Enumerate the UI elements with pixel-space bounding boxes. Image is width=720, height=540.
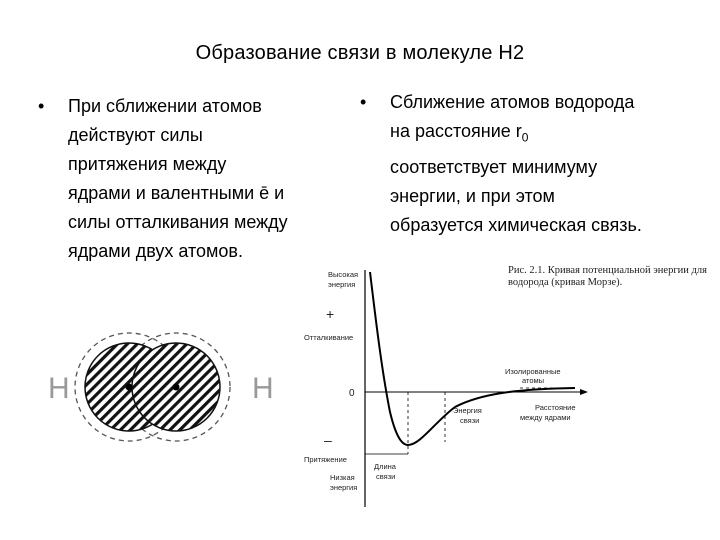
- slide-title-main: Образование связи в молекуле Н: [195, 42, 514, 64]
- right-bullet-line: энергии, и при этом: [390, 185, 555, 206]
- plus-sign: +: [326, 306, 334, 322]
- label-attraction: Притяжение: [304, 455, 347, 464]
- zero-label: 0: [349, 388, 355, 399]
- label-bond-length: Длина: [374, 462, 397, 471]
- label-low-energy-2: энергия: [330, 483, 357, 492]
- label-internuclear-distance-2: между ядрами: [520, 413, 571, 422]
- left-bullet-line: ядрами и валентными ē и: [68, 183, 285, 203]
- atoms-figure: Н Н: [48, 332, 274, 442]
- right-electron-cloud: [121, 332, 231, 442]
- atom-label-right: Н: [252, 372, 274, 405]
- slide-title-subscript: 2: [513, 42, 525, 64]
- left-bullet: • При сближении атомов действуют силы пр…: [38, 92, 358, 266]
- caption-line: Рис. 2.1. Кривая потенциальной энергии д…: [508, 265, 707, 276]
- x-axis-arrow: [580, 389, 588, 395]
- left-bullet-line: притяжения между: [68, 154, 227, 174]
- energy-chart: Высокая энергия + Отталкивание 0 – Притя…: [304, 270, 588, 507]
- left-bullet-line: силы отталкивания между: [68, 212, 288, 232]
- label-high-energy-2: энергия: [328, 280, 355, 289]
- label-repulsion: Отталкивание: [304, 333, 353, 342]
- right-nucleus: [172, 383, 180, 391]
- label-internuclear-distance: Расстояние: [535, 403, 576, 412]
- label-high-energy: Высокая: [328, 270, 358, 279]
- atom-label-left: Н: [48, 372, 70, 405]
- label-isolated-atoms-2: атомы: [522, 376, 544, 385]
- label-bond-energy: Энергия: [453, 406, 482, 415]
- label-low-energy: Низкая: [330, 473, 355, 482]
- right-bullet-line: на расстояние r0: [390, 117, 710, 153]
- left-nucleus: [125, 383, 133, 391]
- r0-subscript: 0: [521, 130, 529, 145]
- minus-sign: –: [324, 432, 332, 448]
- label-bond-energy-2: связи: [460, 416, 479, 425]
- right-bullet-line: образуется химическая связь.: [390, 214, 642, 235]
- caption-line: водорода (кривая Морзе).: [508, 277, 623, 288]
- bullet-dot: •: [38, 96, 45, 116]
- label-bond-length-2: связи: [376, 472, 395, 481]
- right-bullet: • Сближение атомов водорода на расстояни…: [360, 88, 710, 240]
- label-isolated-atoms: Изолированные: [505, 367, 561, 376]
- morse-curve: [369, 271, 576, 447]
- left-bullet-line: действуют силы: [68, 125, 203, 145]
- left-bullet-line: При сближении атомов: [68, 96, 262, 116]
- slide-title: Образование связи в молекуле Н2: [0, 42, 720, 65]
- figure-caption: Рис. 2.1. Кривая потенциальной энергии д…: [508, 265, 718, 289]
- left-bullet-line: ядрами двух атомов.: [68, 241, 243, 261]
- right-bullet-line: Сближение атомов водорода: [390, 92, 635, 112]
- bullet-dot: •: [360, 92, 367, 112]
- right-bullet-text: на расстояние r: [390, 121, 522, 141]
- right-bullet-line: соответствует минимуму: [390, 156, 598, 177]
